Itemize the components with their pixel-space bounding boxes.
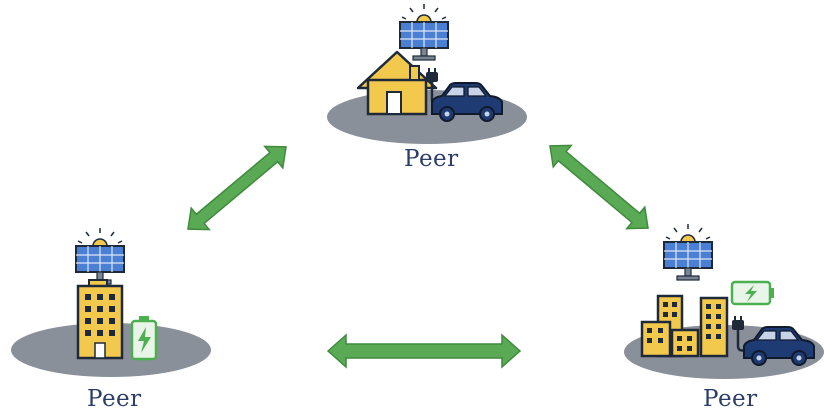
battery-charging-icon [730, 280, 774, 306]
arrow-house-city [549, 144, 649, 230]
solar-panel-icon [399, 3, 449, 61]
solar-panel-icon [75, 227, 125, 285]
arrow-office-city [326, 333, 522, 369]
city-buildings-icon [640, 294, 729, 358]
peer-house [327, 3, 527, 144]
solar-panel-icon [663, 223, 713, 281]
house-icon [356, 50, 438, 116]
peer-label-house: Peer [404, 146, 459, 172]
peer-office [11, 227, 211, 377]
peer-label-city: Peer [703, 386, 758, 412]
peer-label-office: Peer [87, 386, 142, 412]
battery-charging-icon [130, 316, 158, 361]
peer-city [624, 223, 824, 379]
arrow-house-office [187, 145, 287, 231]
office-building-icon [76, 279, 124, 360]
